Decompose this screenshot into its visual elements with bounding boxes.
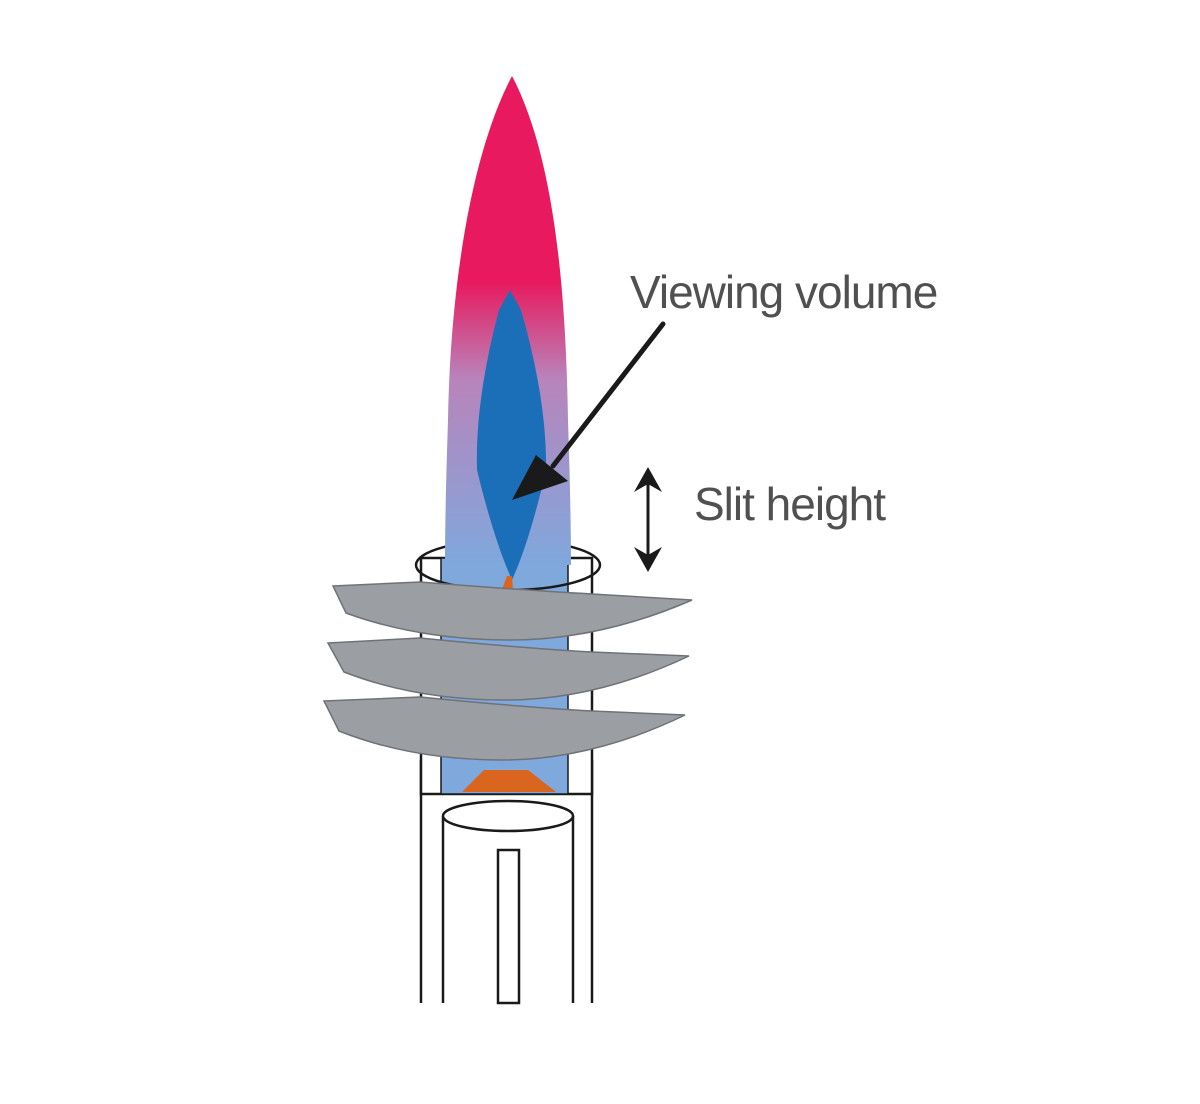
slit-height-label: Slit height xyxy=(694,478,886,530)
plate-middle xyxy=(326,637,690,701)
separator-plates xyxy=(322,581,693,761)
arrow-down-left-icon xyxy=(512,321,666,500)
burner-tube xyxy=(419,760,594,1003)
viewing-volume xyxy=(476,290,547,580)
double-arrow-vertical-icon xyxy=(634,467,662,572)
plate-top xyxy=(331,581,693,641)
plate-bottom xyxy=(322,696,686,761)
capillary xyxy=(496,848,521,1005)
inner-tube xyxy=(441,799,575,1003)
viewing-volume-label: Viewing volume xyxy=(630,266,937,318)
